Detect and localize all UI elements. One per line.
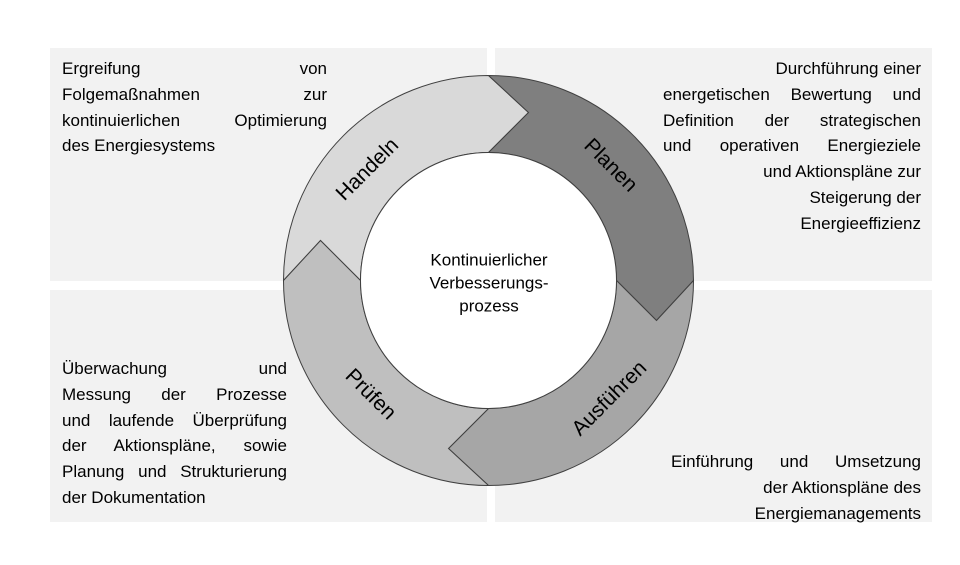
text-line: energetischen Bewertung und <box>663 84 921 104</box>
pruefen-description: Überwachung und Messung der Prozesse und… <box>62 356 287 511</box>
text-line: Energieeffizienz <box>800 213 921 233</box>
text-line: der Aktionspläne des <box>763 477 921 497</box>
center-title-line: prozess <box>459 296 519 315</box>
center-title-line: Verbesserungs- <box>429 273 548 292</box>
text-line: kontinuierlichen Optimierung <box>62 110 327 130</box>
planen-description: Durchführung einer energetischen Bewertu… <box>663 56 921 237</box>
text-line: Planung und Strukturierung <box>62 462 287 482</box>
text-line: und laufende Überprüfung <box>62 410 287 430</box>
center-title-line: Kontinuierlicher <box>430 250 548 269</box>
text-line: Ergreifung von <box>62 59 327 78</box>
text-line: des Energiesystems <box>62 136 216 156</box>
text-line: der Dokumentation <box>62 487 206 507</box>
text-line: Überwachung und <box>62 359 287 378</box>
text-line: Einführung und Umsetzung <box>671 452 921 471</box>
text-line: und Aktionspläne zur <box>763 162 921 182</box>
ausfuehren-description: Einführung und Umsetzung der Aktionsplän… <box>671 449 921 526</box>
text-line: Messung der Prozesse <box>62 384 287 404</box>
text-line: Durchführung einer <box>775 59 921 78</box>
text-line: der Aktionspläne, sowie <box>62 436 287 456</box>
handeln-description: Ergreifung von Folgemaßnahmen zur kontin… <box>62 56 327 159</box>
text-line: Folgemaßnahmen zur <box>62 84 327 104</box>
text-line: und operativen Energieziele <box>663 136 921 156</box>
center-circle <box>360 152 617 409</box>
text-line: Energiemanagements <box>754 503 921 523</box>
text-line: Definition der strategischen <box>663 110 921 130</box>
text-line: Steigerung der <box>809 187 921 207</box>
